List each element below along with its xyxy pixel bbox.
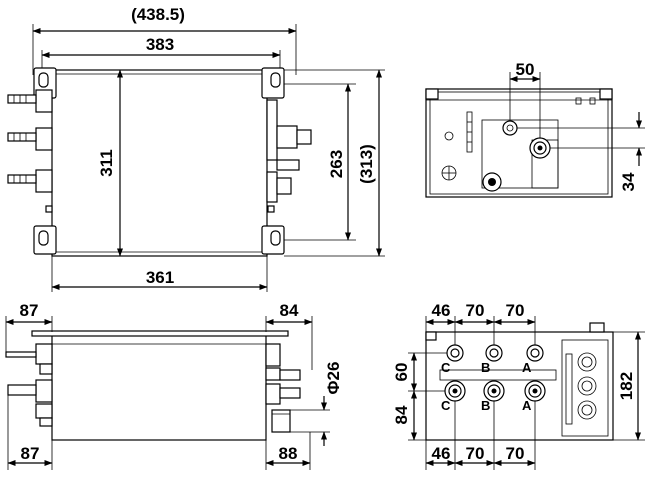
dim-side-right-top: 84 <box>280 301 299 320</box>
dim-terminal-spacing: 50 <box>516 60 535 79</box>
dim-bottom-offset: 84 <box>392 405 411 424</box>
dim-body-height: 311 <box>97 149 116 176</box>
dim-bottom-46: 46 <box>432 444 451 463</box>
terminal-view: C B A C B A 46 70 70 46 70 70 60 84 <box>392 301 645 470</box>
dim-mount-height: 263 <box>327 150 346 178</box>
top-right-terminals <box>266 99 312 213</box>
top-left-terminals <box>7 89 53 213</box>
phase-label-lower-c: C <box>441 398 451 413</box>
side-view: 87 84 Φ26 87 88 <box>5 301 343 470</box>
dim-side-right-bottom: 88 <box>279 444 298 463</box>
phase-label-upper-c: C <box>441 360 451 375</box>
dim-terminal-diameter: Φ26 <box>324 362 343 395</box>
dim-top-46: 46 <box>432 301 451 320</box>
dim-side-left-bottom: 87 <box>21 444 40 463</box>
phase-label-lower-a: A <box>522 398 532 413</box>
top-body-outline <box>51 69 268 257</box>
side-terminal-bushing <box>271 409 291 433</box>
dim-side-left-top: 87 <box>20 301 39 320</box>
side-body-outline <box>51 331 267 441</box>
end-terminal-1 <box>502 120 518 136</box>
phase-label-lower-b: B <box>481 398 490 413</box>
dim-bottom-70-a: 70 <box>466 444 485 463</box>
top-view: (438.5) 383 <box>7 5 385 292</box>
dim-body-width: 361 <box>146 268 174 287</box>
upper-terminals <box>446 344 544 362</box>
end-view-outline <box>425 88 613 198</box>
dim-flange-width: 383 <box>146 35 174 54</box>
dim-bottom-70-b: 70 <box>506 444 525 463</box>
dim-terminal-height: 182 <box>617 372 636 400</box>
terminal-view-outline <box>425 331 614 441</box>
dim-row-pitch: 60 <box>392 363 411 382</box>
dim-top-70-a: 70 <box>466 301 485 320</box>
dim-overall-width: (438.5) <box>131 5 185 24</box>
phase-label-upper-b: B <box>481 360 490 375</box>
lower-terminals <box>444 380 546 402</box>
dim-overall-height: (313) <box>357 144 376 184</box>
phase-label-upper-a: A <box>522 360 532 375</box>
dim-terminal-offset: 34 <box>619 172 638 191</box>
end-view: 50 34 <box>425 60 645 198</box>
dim-top-70-b: 70 <box>506 301 525 320</box>
